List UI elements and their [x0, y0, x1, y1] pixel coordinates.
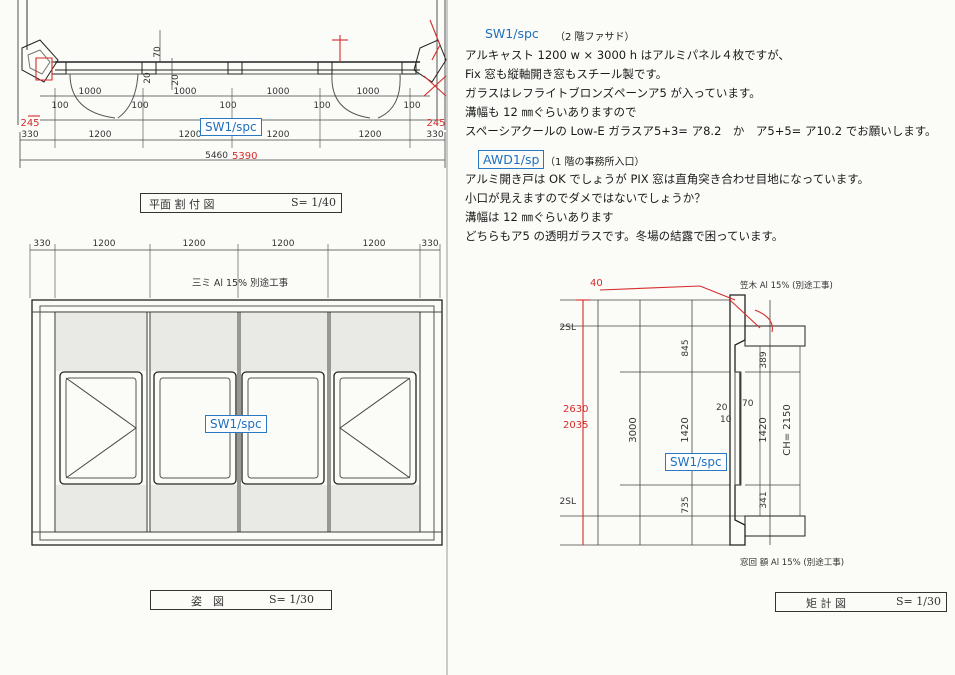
plan-red-left: 245 — [20, 118, 39, 129]
section-bottom-note: 窓回 額 Al 15% (別途工事) — [740, 557, 844, 568]
elevation-scale: S= 1/30 — [269, 593, 314, 606]
awd1-note-line: どちらもア5 の透明ガラスです。冬場の結露で困っています。 — [465, 229, 784, 243]
elevation-dimension-labels: 330 1200 1200 1200 1200 330 三ミ Al 15% 別途… — [33, 239, 438, 289]
elev-dim: 1200 — [93, 239, 116, 249]
section-height-total: 3000 — [628, 417, 639, 442]
awd1-note-line: 溝幅は 12 ㎜ぐらいあります — [465, 210, 614, 224]
elev-dim: 1200 — [272, 239, 295, 249]
plan-title: 平面 割 付 図 — [149, 198, 215, 211]
section-fl-upper: 2SL — [560, 323, 576, 333]
plan-top-mark: 20 — [143, 72, 153, 84]
section-ch: CH= 2150 — [782, 404, 793, 456]
section-title-block: 矩 計 図 S= 1/30 — [775, 592, 947, 612]
sw1-note-line: スペーシアクールの Low-E ガラスア5+3= ア8.2 か ア5+5= ア1… — [465, 124, 937, 138]
section-dim-341: 341 — [759, 491, 769, 508]
section-red-dim2: 2035 — [563, 420, 588, 431]
elev-dim: 1200 — [183, 239, 206, 249]
plan-red-markups — [28, 19, 447, 117]
section-red-40: 40 — [590, 278, 603, 289]
plan-dim-top: 1000 — [79, 87, 102, 97]
sw1-note-line: アルキャスト 1200 w × 3000 h はアルミパネル４枚ですが、 — [465, 48, 790, 62]
plan-red-labels: 5390 245 245 — [20, 118, 445, 162]
section-red-markups — [576, 285, 773, 545]
section-small-20: 20 — [716, 403, 728, 413]
plan-dim-end-left: 330 — [21, 130, 38, 140]
section-sw1-tag[interactable]: SW1/spc — [665, 453, 727, 471]
elev-note: 三ミ Al 15% 別途工事 — [192, 277, 289, 289]
section-dim-389: 389 — [759, 351, 769, 368]
section-small-10: 10 — [720, 415, 732, 425]
section-fl-lower: 2SL — [560, 497, 576, 507]
sw1-note-subtitle: （2 階ファサド） — [555, 32, 635, 43]
elevation-title-block: 姿 図 S= 1/30 — [150, 590, 332, 610]
plan-scale: S= 1/40 — [291, 196, 336, 209]
section-dim-1420b: 1420 — [758, 417, 769, 442]
plan-dim-top: 1000 — [357, 87, 380, 97]
awd1-note-line: 小口が見えますのでダメではないでしょうか？ — [465, 191, 706, 205]
elevation-title: 姿 図 — [191, 595, 224, 608]
plan-dim-gap: 100 — [131, 101, 148, 111]
plan-top-mark: 20 — [171, 74, 181, 86]
plan-title-block: 平面 割 付 図 S= 1/40 — [140, 193, 342, 213]
plan-dim-swing: 1200 — [179, 130, 202, 140]
plan-dim-end-right: 330 — [426, 130, 443, 140]
section-title: 矩 計 図 — [806, 597, 846, 610]
plan-dim-top: 1000 — [174, 87, 197, 97]
plan-dim-swing: 1200 — [359, 130, 382, 140]
awd1-note-line: アルミ開き戸は OK でしょうが PIX 窓は直角突き合わせ目地になっています。 — [465, 172, 870, 186]
sw1-note-line: Fix 窓も縦軸開き窓もスチール製です。 — [465, 67, 668, 81]
section-red-labels: 2630 2035 40 — [563, 278, 603, 431]
plan-dim-swing: 1200 — [267, 130, 290, 140]
elev-dim: 1200 — [363, 239, 386, 249]
plan-top-mark: 70 — [153, 46, 163, 58]
plan-dim-gap: 100 — [313, 101, 330, 111]
section-small-70: 70 — [742, 399, 754, 409]
section-scale: S= 1/30 — [896, 595, 941, 608]
plan-drawing — [17, 0, 447, 168]
section-dim-1420a: 1420 — [680, 417, 691, 442]
plan-total-new: 5390 — [232, 151, 257, 162]
plan-dimension-labels: 1000 1000 1000 1000 100 100 100 100 100 … — [21, 46, 443, 161]
elevation-sw1-tag[interactable]: SW1/spc — [205, 415, 267, 433]
plan-dim-swing: 1200 — [89, 130, 112, 140]
section-dim-845: 845 — [681, 339, 691, 356]
awd1-note-title: AWD1/sp — [478, 150, 545, 169]
section-dimension-labels: 2SL 2SL 3000 845 1420 735 389 1420 341 C… — [560, 280, 844, 568]
elev-dim: 330 — [421, 239, 438, 249]
section-top-note: 笠木 Al 15% (別途工事) — [740, 280, 833, 291]
plan-sw1-tag[interactable]: SW1/spc — [200, 118, 262, 136]
plan-dim-gap: 100 — [403, 101, 420, 111]
elevation-texture — [56, 313, 419, 531]
section-dim-735: 735 — [681, 496, 691, 513]
plan-dim-top: 1000 — [267, 87, 290, 97]
sw1-note-line: ガラスはレフライトブロンズペーンア5 が入っています。 — [465, 86, 761, 100]
plan-dim-gap: 100 — [219, 101, 236, 111]
section-red-dim1: 2630 — [563, 404, 588, 415]
plan-total-old: 5460 — [205, 151, 228, 161]
elev-dim: 330 — [33, 239, 50, 249]
sw1-note-line: 溝幅も 12 ㎜ぐらいありますので — [465, 105, 637, 119]
awd1-note-subtitle: （1 階の事務所入口） — [545, 157, 645, 168]
plan-dim-gap: 100 — [51, 101, 68, 111]
plan-red-right: 245 — [426, 118, 445, 129]
sw1-note-title: SW1/spc — [485, 26, 539, 41]
